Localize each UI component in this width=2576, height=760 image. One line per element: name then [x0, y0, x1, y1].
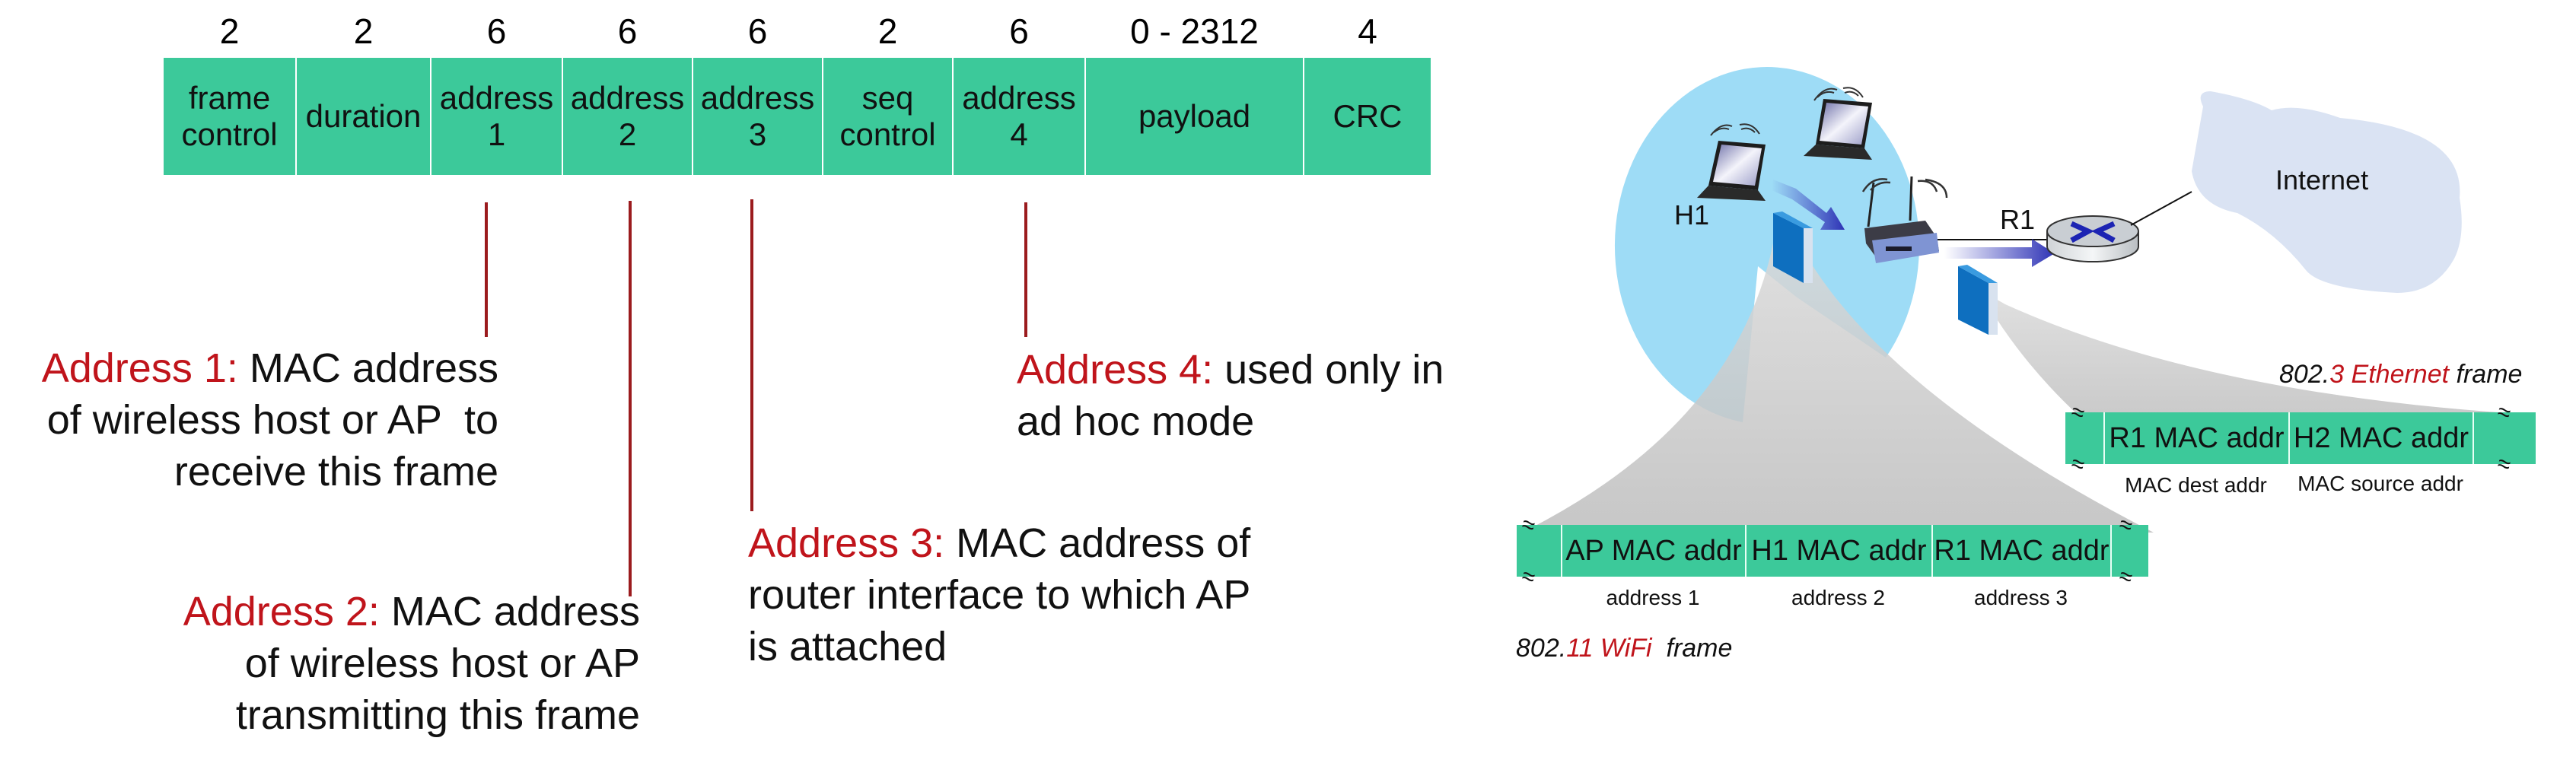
wifi-cell-rest: [2110, 525, 2148, 577]
annotation-text: transmitting this frame: [235, 692, 640, 738]
leader-line-address-2: [629, 201, 632, 596]
field-label: address: [700, 80, 815, 116]
field-label: CRC: [1333, 98, 1403, 134]
arrow-ap-to-router: [1944, 239, 2055, 267]
field-size: 2: [219, 11, 240, 51]
frame-title-prefix: 802.: [2279, 360, 2330, 389]
annotation-text: MAC address of: [956, 520, 1251, 566]
field-size: 6: [617, 11, 638, 51]
field-label: address: [570, 80, 685, 116]
frame-title-suffix: frame: [2449, 360, 2523, 389]
field-label: 2: [618, 116, 637, 152]
field-label: address: [962, 80, 1076, 116]
frame-title-prefix: 802.: [1516, 634, 1567, 663]
field-size: 2: [353, 11, 374, 51]
field-label: control: [181, 116, 278, 152]
ethernet-sublabel-dest: MAC dest addr: [2125, 473, 2267, 497]
field-crc: CRC: [1304, 58, 1431, 175]
ethernet-frame-block-icon: [1958, 265, 1998, 335]
annotation-text: MAC address: [390, 589, 640, 634]
wifi-cell-address-2: H1 MAC addr: [1745, 525, 1931, 577]
field-payload: payload: [1086, 58, 1303, 175]
ethernet-frame: R1 MAC addr H2 MAC addr: [2065, 412, 2536, 464]
ethernet-frame-title: 802.3 Ethernet frame: [2279, 360, 2522, 390]
field-label: payload: [1138, 98, 1251, 134]
annotation-address-2: Address 2: MAC address of wireless host …: [183, 586, 640, 741]
annotation-title: Address 1:: [41, 345, 238, 391]
network-diagram: [1522, 67, 2534, 533]
annotation-address-3: Address 3: MAC address of router interfa…: [748, 517, 1250, 673]
wifi-sublabel-address-3: address 3: [1974, 586, 2068, 609]
field-duration: duration: [297, 58, 430, 175]
ethernet-cell-source: H2 MAC addr: [2288, 412, 2473, 464]
field-label: seq: [861, 80, 914, 116]
annotation-text: used only in: [1224, 347, 1444, 393]
annotation-text: of wireless host or AP to: [46, 397, 498, 443]
internet-cloud: [2192, 91, 2462, 293]
field-label: 1: [487, 116, 506, 152]
annotation-text: ad hoc mode: [1017, 399, 1255, 444]
annotation-text: router interface to which AP: [748, 572, 1251, 618]
field-size: 6: [486, 11, 507, 51]
annotation-title: Address 4:: [1017, 347, 1214, 393]
ethernet-sublabel-source: MAC source addr: [2297, 472, 2463, 495]
field-label: control: [839, 116, 936, 152]
router-r1-label: R1: [2000, 204, 2036, 235]
laptop-h1-icon: [1697, 123, 1766, 201]
field-size: 4: [1358, 11, 1377, 51]
annotation-address-1: Address 1: MAC address of wireless host …: [42, 342, 498, 498]
router-r1-icon: [2046, 215, 2139, 262]
wifi-frame-block-icon: [1773, 211, 1813, 283]
annotation-text: receive this frame: [174, 449, 498, 494]
wifi-frame: AP MAC addr H1 MAC addr R1 MAC addr: [1517, 525, 2148, 577]
wifi-cell-address-3: R1 MAC addr: [1931, 525, 2110, 577]
field-label: 4: [1010, 116, 1028, 152]
laptop-icon: [1804, 87, 1872, 160]
frame-title-suffix: frame: [1651, 634, 1733, 663]
field-label: duration: [305, 98, 422, 134]
annotation-text: of wireless host or AP: [244, 641, 640, 686]
annotation-text: MAC address: [249, 345, 498, 391]
field-size: 2: [877, 11, 898, 51]
annotation-text: is attached: [748, 624, 947, 669]
frame-title-standard: 3 Ethernet: [2329, 360, 2450, 389]
wifi-sublabel-address-1: address 1: [1606, 586, 1700, 609]
link-router-internet: [2130, 191, 2192, 226]
wifi-frame-projection: [1522, 243, 2154, 533]
ethernet-frame-projection: [1979, 289, 2534, 415]
annotation-title: Address 3:: [748, 520, 945, 566]
leader-line-address-3: [750, 199, 753, 511]
field-label: address: [439, 80, 554, 116]
field-size: 0 - 2312: [1130, 11, 1259, 51]
internet-label: Internet: [2275, 164, 2369, 196]
wifi-frame-title: 802.11 WiFi frame: [1516, 634, 1732, 663]
leader-line-address-1: [485, 202, 488, 337]
ethernet-cell-rest: [2473, 412, 2536, 464]
field-label: 3: [748, 116, 767, 152]
arrow-h1-to-ap: [1772, 180, 1845, 230]
annotation-address-4: Address 4: used only in ad hoc mode: [1017, 344, 1444, 447]
field-label: frame: [188, 80, 271, 116]
field-size: 6: [747, 11, 768, 51]
leader-line-address-4: [1024, 202, 1027, 337]
host-h1-label: H1: [1674, 199, 1710, 231]
wifi-sublabel-address-2: address 2: [1791, 586, 1885, 609]
wifi-cell-address-1: AP MAC addr: [1561, 525, 1745, 577]
access-point-icon: [1861, 176, 1948, 263]
frame-title-standard: 11 WiFi: [1566, 634, 1652, 663]
field-size: 6: [1009, 11, 1029, 51]
ethernet-cell-dest: R1 MAC addr: [2103, 412, 2288, 464]
annotation-title: Address 2:: [183, 589, 380, 634]
